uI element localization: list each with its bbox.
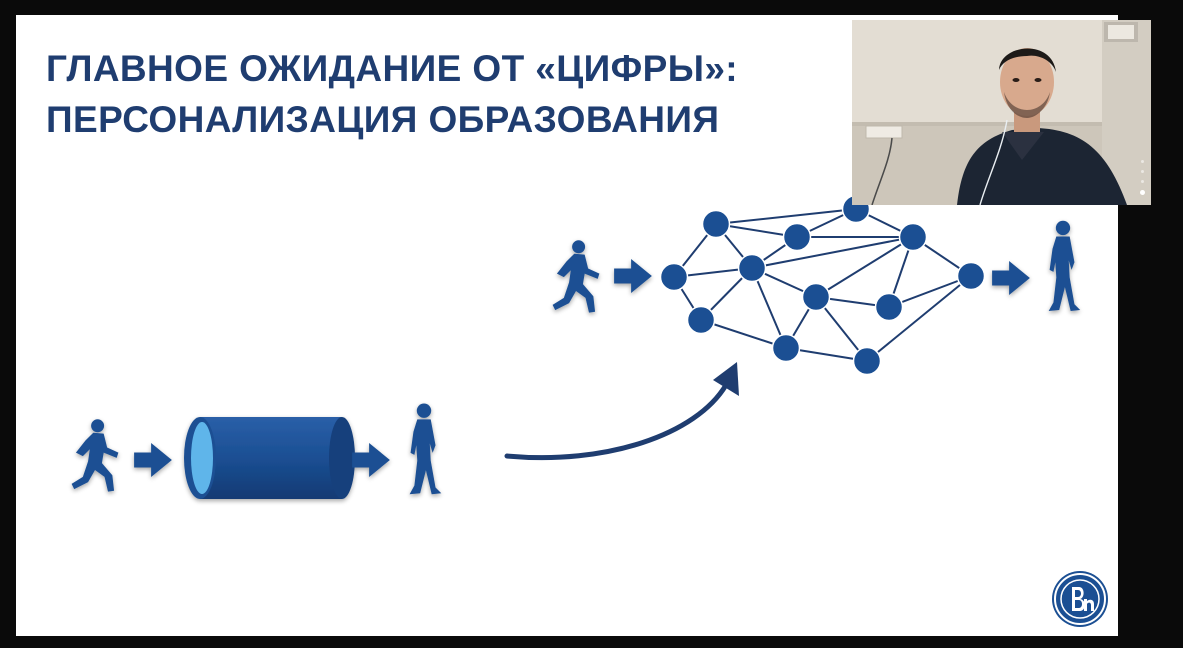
- child-runner-icon: [552, 240, 600, 313]
- indicator-dot[interactable]: [1140, 180, 1144, 183]
- arrow-right-icon: [992, 261, 1030, 295]
- slide-title-line-1: ГЛАВНОЕ ОЖИДАНИЕ ОТ «ЦИФРЫ»:: [46, 48, 739, 89]
- indicator-dot-active[interactable]: [1139, 190, 1145, 195]
- indicator-dot[interactable]: [1140, 170, 1144, 173]
- arrow-right-icon: [352, 443, 390, 477]
- arrow-right-icon: [134, 443, 172, 477]
- participant-video-tile[interactable]: [852, 20, 1151, 205]
- participant-video-frame: [852, 20, 1151, 205]
- video-page-indicator[interactable]: [1139, 160, 1145, 195]
- child-runner-icon: [71, 419, 119, 492]
- arrow-right-icon: [614, 259, 652, 293]
- slide-title-line-2: ПЕРСОНАЛИЗАЦИЯ ОБРАЗОВАНИЯ: [46, 99, 720, 140]
- network-graph-icon: [659, 194, 986, 376]
- slide-title: ГЛАВНОЕ ОЖИДАНИЕ ОТ «ЦИФРЫ»: ПЕРСОНАЛИЗА…: [46, 43, 738, 145]
- slide-illustration: [71, 194, 1081, 499]
- pipe-tube-icon: [184, 417, 355, 499]
- adult-walker-icon: [409, 403, 442, 495]
- curved-arrow-icon: [504, 362, 739, 461]
- adult-walker-icon: [1048, 220, 1081, 311]
- indicator-dot[interactable]: [1140, 160, 1144, 163]
- university-logo-icon: [1054, 573, 1106, 625]
